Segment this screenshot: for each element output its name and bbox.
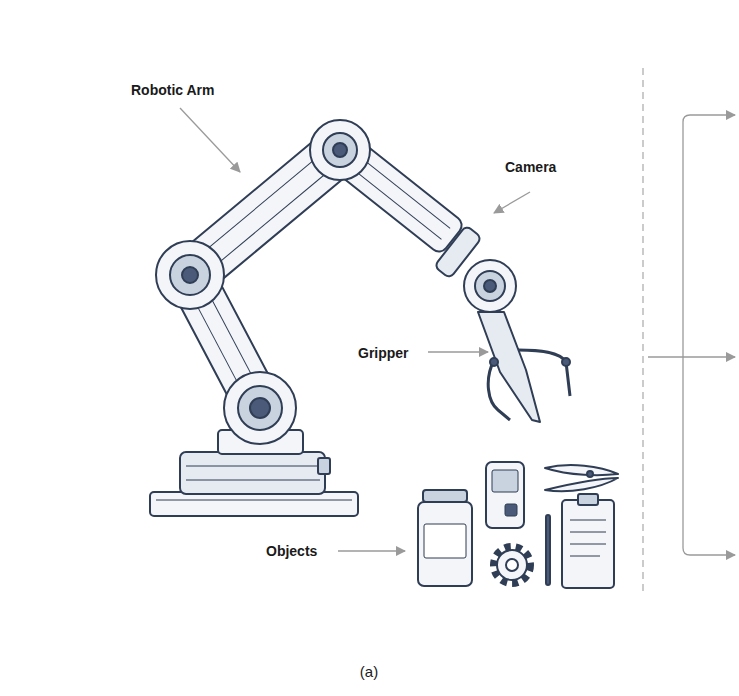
part-label: Gripper	[356, 344, 411, 362]
base-joint	[224, 372, 296, 444]
device-object	[486, 462, 524, 528]
robot-base-part	[180, 452, 325, 494]
bracket-arrows-part	[690, 554, 735, 555]
leader-line-part	[338, 550, 405, 551]
camera-lens-part	[484, 280, 496, 292]
part-label: Objects	[264, 542, 319, 560]
gear-object-part	[497, 550, 527, 580]
base-joint-part	[224, 372, 296, 444]
base-joint-part	[250, 398, 270, 418]
upper-arm-link-part	[203, 163, 337, 275]
gripper-part	[488, 360, 510, 420]
leader-line-part	[180, 108, 240, 172]
gripper-part	[518, 350, 570, 396]
part-label: Robotic Arm	[129, 81, 216, 99]
clipboard-object-part	[570, 520, 606, 521]
gripper-part	[562, 358, 570, 366]
leader-line-part	[428, 351, 488, 352]
forearm-link	[323, 131, 465, 256]
device-object-part	[492, 470, 518, 492]
elbow-joint-part	[310, 120, 370, 180]
upper-arm-link-part	[192, 150, 326, 262]
clipboard-object-part	[570, 532, 606, 533]
gear-object-part	[506, 559, 518, 571]
pen-object	[546, 515, 550, 585]
figure-caption: (a)	[360, 663, 378, 681]
bracket-arrows-part	[648, 356, 735, 357]
gripper-part	[478, 312, 540, 422]
clipboard-object-part	[562, 500, 614, 588]
bottle-object-part	[423, 490, 467, 502]
clipboard-object-part	[578, 494, 598, 505]
bracket-arrows	[648, 115, 735, 555]
gear-object	[494, 547, 530, 583]
clipboard-object-part	[570, 556, 600, 557]
gear-object-part	[494, 547, 530, 583]
elbow-joint-part	[323, 133, 357, 167]
robot-illustration-part	[150, 120, 618, 588]
shoulder-joint-part	[182, 267, 198, 283]
gripper	[478, 312, 570, 422]
camera-lens	[464, 260, 516, 312]
bottle-object-part	[418, 502, 472, 586]
leader-line	[180, 108, 530, 551]
upper-arm-link	[170, 128, 360, 297]
device-object-part	[505, 504, 517, 516]
base-joint-part	[238, 386, 282, 430]
forearm-link-part	[323, 131, 465, 256]
pliers-object-part	[545, 465, 618, 475]
shoulder-joint	[156, 241, 224, 309]
dashed-divider	[642, 68, 643, 592]
device-object-part	[486, 462, 524, 528]
elbow-joint	[310, 120, 370, 180]
upper-arm-link-part	[170, 128, 360, 297]
robot-base-part	[156, 500, 352, 501]
part-label: Camera	[503, 158, 558, 176]
bottle-object	[418, 490, 472, 586]
pen-object-part	[546, 515, 550, 585]
gripper-part	[490, 358, 498, 366]
pliers-object-part	[587, 471, 593, 477]
robot-base-part	[150, 492, 358, 516]
bottle-object-part	[424, 524, 466, 558]
bracket-arrows-part	[690, 114, 735, 115]
bracket-arrows-part	[683, 115, 690, 555]
robot-base-part	[186, 480, 320, 481]
pliers-object-part	[545, 478, 618, 491]
robot-base-part	[186, 466, 320, 467]
clipboard-object	[562, 494, 614, 588]
pliers-object	[545, 465, 618, 491]
shoulder-joint-part	[170, 255, 210, 295]
shoulder-joint-part	[156, 241, 224, 309]
elbow-joint-part	[333, 143, 347, 157]
clipboard-object-part	[570, 544, 606, 545]
leader-line-part	[494, 192, 530, 213]
robot-base-part	[318, 458, 330, 474]
camera-lens-part	[464, 260, 516, 312]
camera-lens-part	[475, 271, 505, 301]
